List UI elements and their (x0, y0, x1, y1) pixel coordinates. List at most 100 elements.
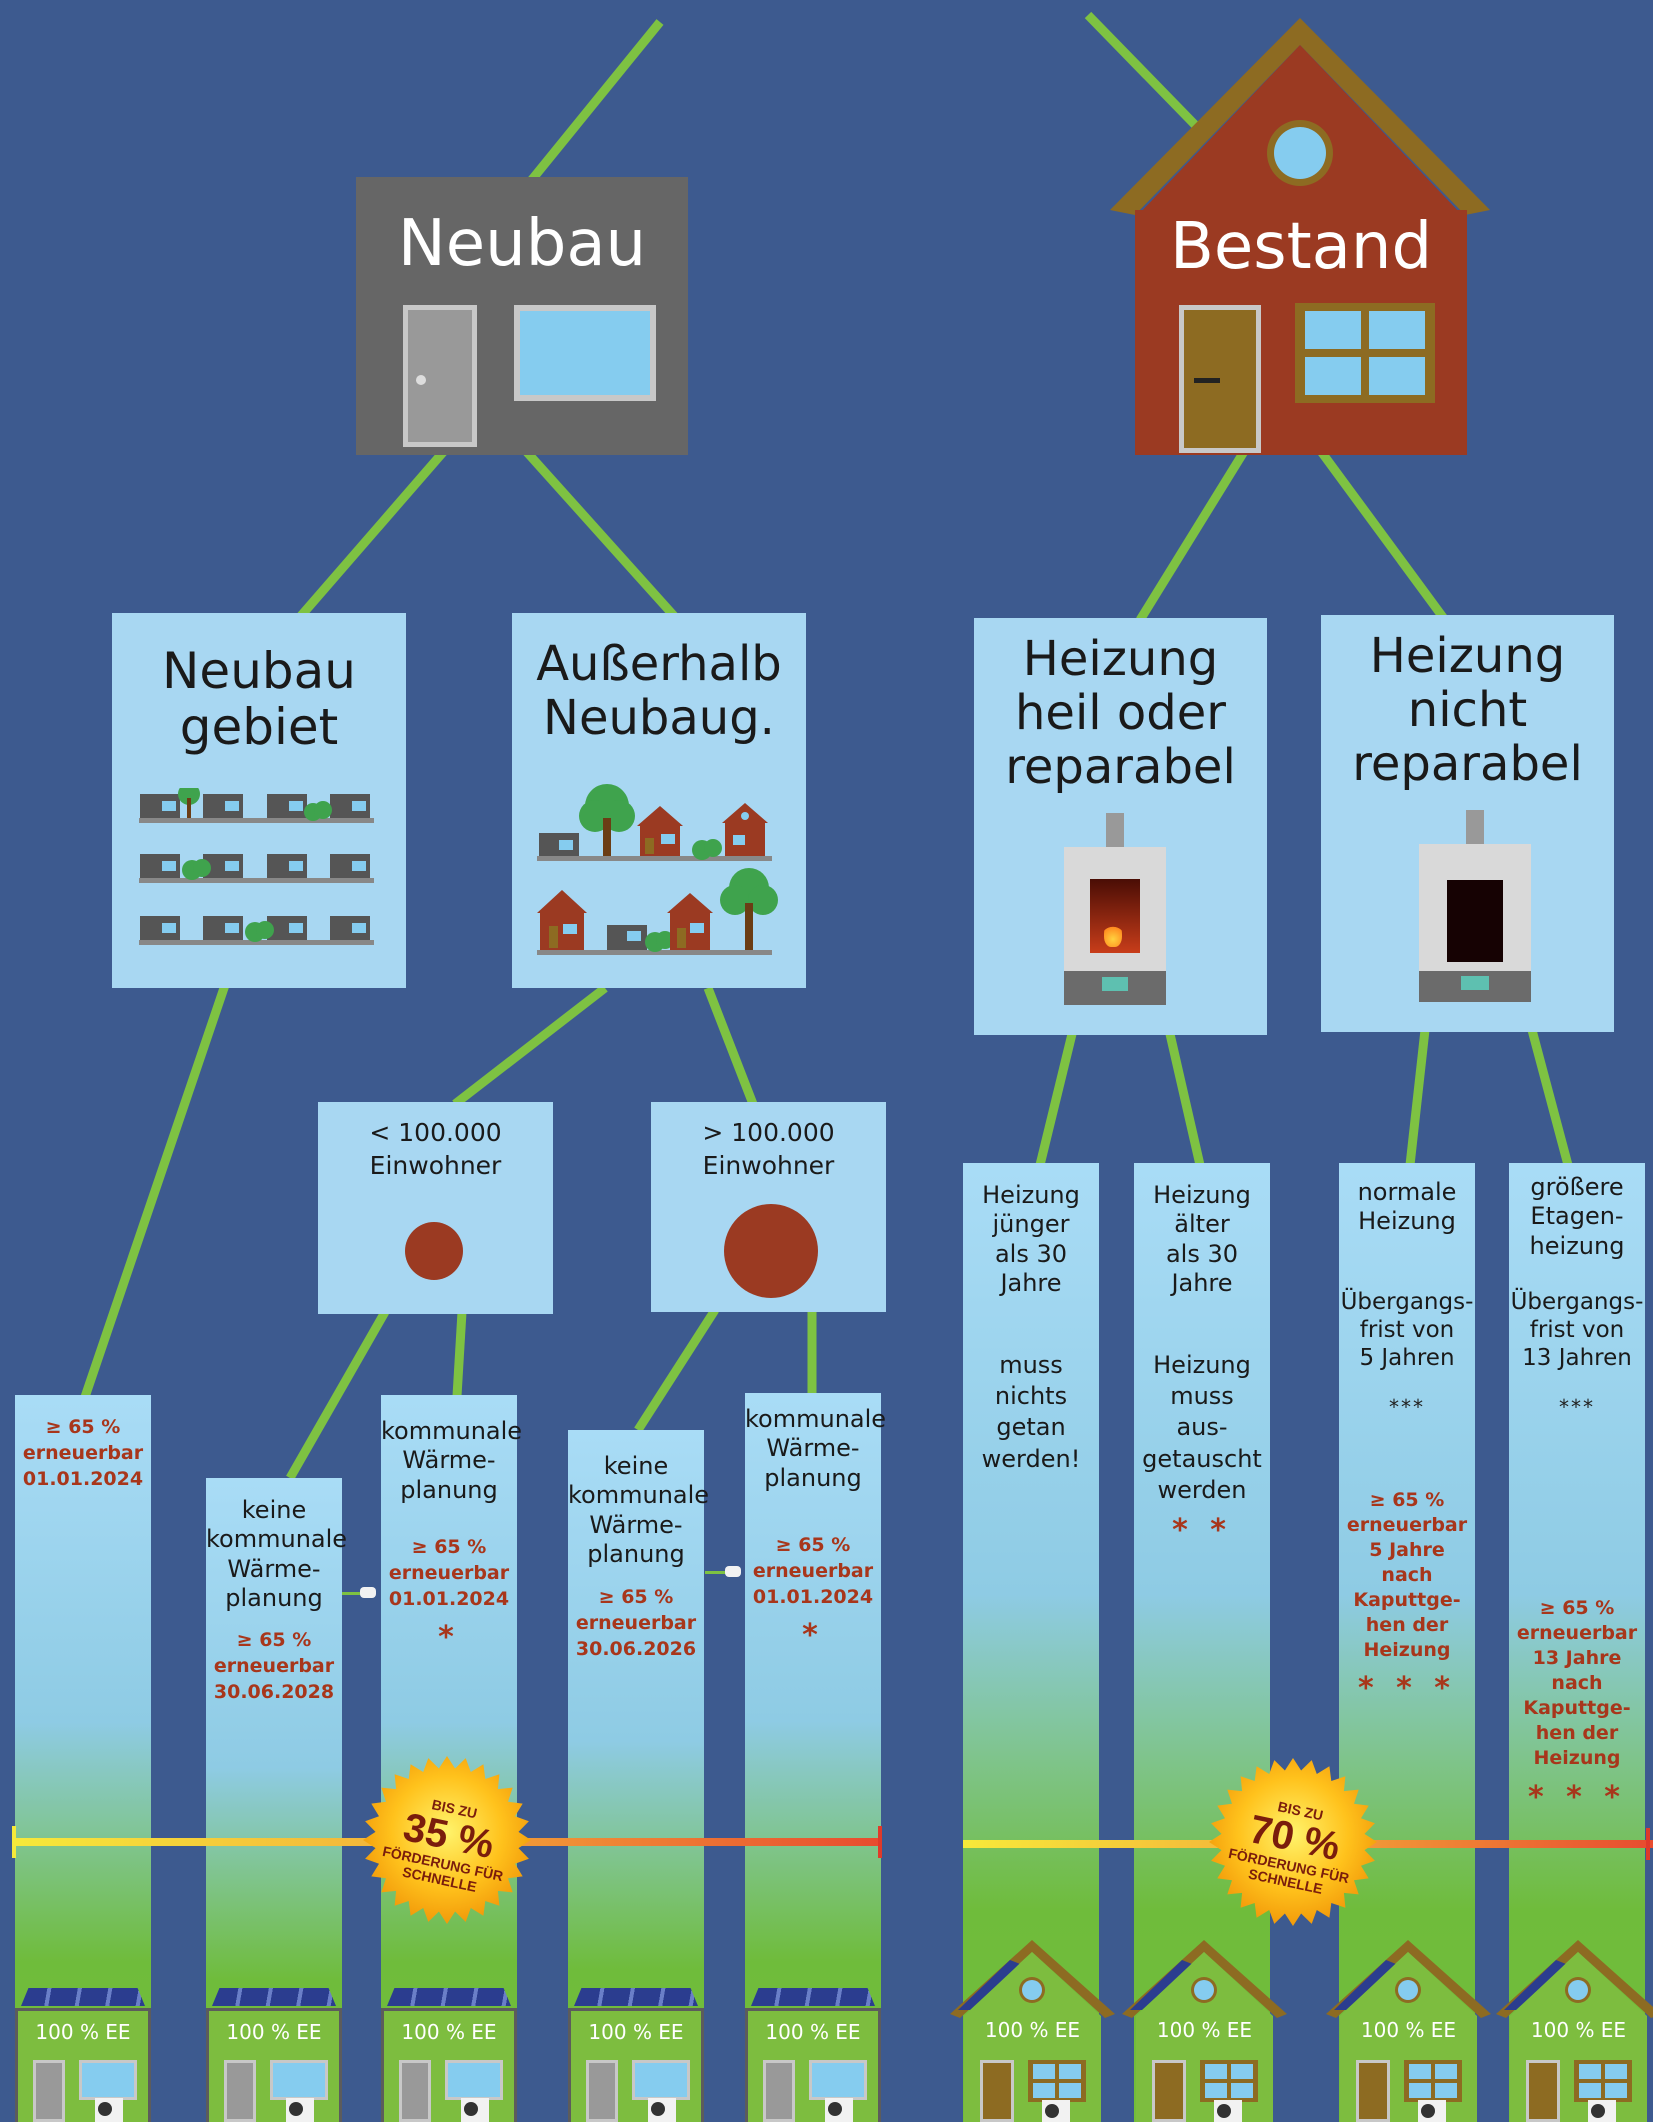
window-icon (1295, 303, 1435, 403)
column-line: normale (1357, 1178, 1457, 1206)
door-icon (1179, 305, 1261, 453)
window-icon (1200, 2060, 1258, 2102)
door-icon (33, 2060, 65, 2122)
heater-broken-icon (1419, 810, 1531, 1002)
heat-pump-icon (1214, 2100, 1242, 2122)
new-house-icon: 100 % EE (381, 1988, 517, 2122)
column-line: Jahre (1171, 1268, 1233, 1297)
footnote-star: * (802, 1618, 824, 1653)
old-house-icon: 100 % EE (950, 1938, 1115, 2122)
requirement-line: hen der (1535, 1722, 1619, 1745)
ee-label: 100 % EE (1530, 2018, 1627, 2042)
column-line: Wärme- (766, 1434, 860, 1463)
ee-label: 100 % EE (226, 2020, 322, 2044)
requirement-line: erneuerbar (752, 1559, 874, 1582)
column-line: keine (603, 1452, 669, 1480)
heat-pump-icon (286, 2098, 314, 2122)
requirement-line: 01.01.2024 (388, 1587, 510, 1610)
footnote-star: * (438, 1620, 460, 1655)
box-title-line: Neubaug. (543, 689, 775, 746)
large-city-dot (724, 1204, 818, 1298)
column-line: aus- (1176, 1413, 1228, 1442)
timeline-start-tick (12, 1826, 16, 1858)
column-gross-keine-planung: keine kommunale Wärme- planung ≥ 65 % er… (568, 1430, 710, 2122)
column-line: Etagen- (1530, 1202, 1624, 1231)
box-ausserhalb: Außerhalb Neubaug. (512, 613, 806, 988)
window-icon (1028, 2060, 1086, 2102)
neubau-house: Neubau (356, 177, 688, 455)
requirement-line: nach (1381, 1564, 1433, 1587)
ee-label: 100 % EE (1156, 2018, 1253, 2042)
box-neubaugebiet: Neubau gebiet (112, 613, 406, 988)
footnote-star: * * * (1528, 1780, 1626, 1815)
ee-label: 100 % EE (35, 2020, 131, 2044)
row-houses-icon (139, 788, 374, 945)
ee-label: 100 % EE (588, 2020, 684, 2044)
footnote-star: * * (1172, 1513, 1232, 1548)
door-icon (224, 2060, 256, 2122)
requirement-line: erneuerbar (213, 1654, 335, 1677)
window-icon (809, 2060, 867, 2100)
requirement-line: ≥ 65 % (45, 1416, 121, 1438)
requirement-line: hen der (1365, 1614, 1449, 1637)
column-line: Wärme- (227, 1554, 321, 1583)
requirement-line: ≥ 65 % (775, 1534, 851, 1556)
bestand-title: Bestand (1169, 210, 1433, 284)
box-line: < 100.000 (369, 1118, 502, 1147)
column-line: kommunale (568, 1481, 710, 1510)
window-icon (79, 2060, 137, 2100)
box-heizung-heil: Heizung heil oder reparabel (974, 618, 1267, 1035)
requirement-line: 13 Jahre (1532, 1647, 1622, 1670)
new-house-icon: 100 % EE (568, 1988, 704, 2122)
box-unter-100000: < 100.000 Einwohner (318, 1102, 553, 1314)
ee-label: 100 % EE (984, 2018, 1081, 2042)
bestand-roof (1110, 18, 1490, 215)
box-title-line: Neubau (162, 642, 356, 700)
ee-label: 100 % EE (401, 2020, 497, 2044)
requirement-line: ≥ 65 % (236, 1629, 312, 1651)
column-line: 13 Jahren (1522, 1345, 1632, 1372)
bestand-house: Bestand (1135, 210, 1467, 455)
requirement-line: 5 Jahre (1369, 1539, 1445, 1562)
subsidy-badge-70: BIS ZU 70 % FÖRDERUNG FÜR SCHNELLE (1208, 1757, 1378, 1927)
timeline-end-tick (878, 1826, 882, 1858)
separator-stars: *** (1559, 1395, 1595, 1419)
box-title-line: Heizung (1022, 631, 1219, 687)
solar-panel-icon (21, 1988, 145, 2006)
window-icon (1574, 2060, 1632, 2102)
requirement-line: 01.01.2024 (22, 1467, 144, 1490)
column-aelter-30: Heizung älter als 30 Jahre Heizung muss … (1134, 1163, 1270, 2122)
window-icon (445, 2060, 503, 2100)
column-line: Heizung (1153, 1181, 1251, 1209)
door-icon (1526, 2060, 1560, 2122)
pointing-hand-icon (705, 1565, 743, 1579)
box-line: Einwohner (702, 1150, 835, 1180)
door-icon (1152, 2060, 1186, 2122)
solar-panel-icon (387, 1988, 511, 2006)
requirement-line: ≥ 65 % (1369, 1489, 1445, 1511)
column-line: planung (764, 1463, 862, 1492)
column-line: werden (1157, 1475, 1247, 1504)
door-icon (763, 2060, 795, 2122)
column-line: planung (225, 1583, 323, 1612)
requirement-line: erneuerbar (575, 1611, 697, 1634)
column-line: Übergangs- (1340, 1289, 1474, 1315)
new-house-icon: 100 % EE (15, 1988, 151, 2122)
box-ueber-100000: > 100.000 Einwohner (651, 1102, 886, 1312)
column-line: Heizung (1153, 1351, 1251, 1379)
box-title-line: Außerhalb (536, 636, 782, 692)
column-line: keine (241, 1496, 307, 1524)
column-line: nichts (994, 1382, 1068, 1411)
door-icon (1356, 2060, 1390, 2122)
door-icon (399, 2060, 431, 2122)
column-line: werden! (981, 1444, 1081, 1473)
column-line: Übergangs- (1510, 1289, 1644, 1315)
column-line: jünger (992, 1210, 1070, 1239)
column-line: planung (400, 1475, 498, 1504)
requirement-line: Heizung (1533, 1747, 1621, 1770)
column-line: als 30 (994, 1239, 1068, 1268)
column-line: kommunale (381, 1417, 523, 1445)
requirement-line: ≥ 65 % (411, 1536, 487, 1558)
column-line: getauscht (1142, 1444, 1262, 1473)
ee-label: 100 % EE (765, 2020, 861, 2044)
